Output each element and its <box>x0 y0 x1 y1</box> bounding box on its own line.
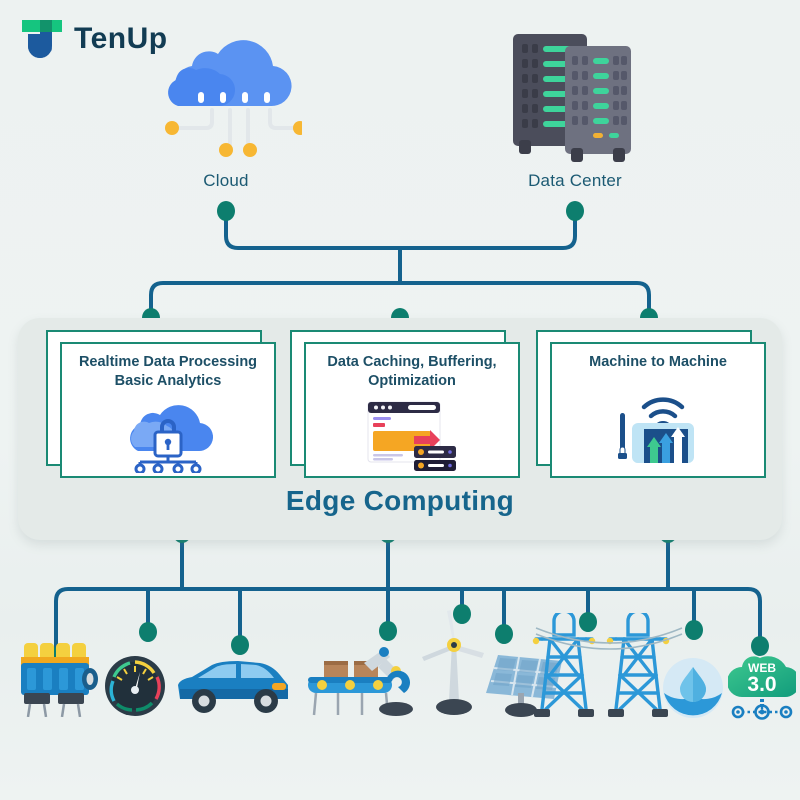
water-drop-icon <box>663 658 723 718</box>
power-tower-icon <box>532 609 596 717</box>
endpoint-water[interactable] <box>662 657 724 724</box>
cloud-node[interactable] <box>152 30 307 175</box>
endpoint-wind-turbine[interactable] <box>420 609 488 722</box>
node-dot <box>139 622 157 642</box>
card-title: Machine to Machine <box>589 354 727 370</box>
node-dot <box>495 624 513 644</box>
node-dot <box>379 621 397 641</box>
edge-card-caching[interactable]: Data Caching, Buffering, Optimization <box>290 330 522 478</box>
brand-logo: TenUp <box>18 16 188 64</box>
data-center-label: Data Center <box>528 171 622 190</box>
edge-computing-title: Edge Computing <box>285 485 515 516</box>
car-icon <box>178 661 288 713</box>
node-dot <box>453 604 471 624</box>
engine-icon <box>21 643 98 718</box>
card-title: Data Caching, Buffering, Optimization <box>327 354 497 390</box>
browser-server-cache-icon <box>364 395 460 476</box>
node-dot <box>231 635 249 655</box>
server-rack-icon <box>513 34 631 162</box>
cloud-lock-network-icon <box>114 395 222 476</box>
endpoint-engine[interactable] <box>16 641 100 722</box>
power-line-wires <box>535 627 683 650</box>
edge-card-m2m[interactable]: Machine to Machine <box>536 330 768 478</box>
node-dot <box>751 636 769 656</box>
power-tower-icon <box>606 609 670 717</box>
endpoint-conveyor[interactable] <box>300 643 416 722</box>
endpoint-speedometer[interactable] <box>104 655 166 722</box>
web3-cloud-icon: WEB 3.0 <box>727 656 800 720</box>
cloud-label: Cloud <box>203 171 249 190</box>
data-center-node[interactable] <box>505 28 645 173</box>
card-title: Realtime Data Processing Basic Analytics <box>78 354 258 390</box>
endpoint-power-tower-a[interactable] <box>522 609 622 728</box>
endpoint-power-tower-b[interactable] <box>596 609 696 728</box>
wifi-antenna-chart-icon <box>606 376 710 476</box>
node-dot <box>566 201 584 221</box>
web3-badge-top: WEB <box>748 661 776 675</box>
endpoint-web3[interactable]: WEB 3.0 <box>727 645 800 726</box>
endpoint-car[interactable] <box>168 659 292 722</box>
robotic-conveyor-icon <box>308 647 413 716</box>
edge-card-realtime[interactable]: Realtime Data Processing Basic Analytics <box>46 330 278 478</box>
tenup-mark-icon <box>22 20 62 58</box>
brand-name: TenUp <box>74 22 168 55</box>
node-dot <box>217 201 235 221</box>
cloud-icon <box>165 40 307 157</box>
web3-badge-bottom: 3.0 <box>747 673 776 696</box>
speedometer-icon <box>105 656 165 716</box>
node-dot <box>685 620 703 640</box>
node-dot <box>579 612 597 632</box>
wind-turbine-icon <box>422 610 484 715</box>
